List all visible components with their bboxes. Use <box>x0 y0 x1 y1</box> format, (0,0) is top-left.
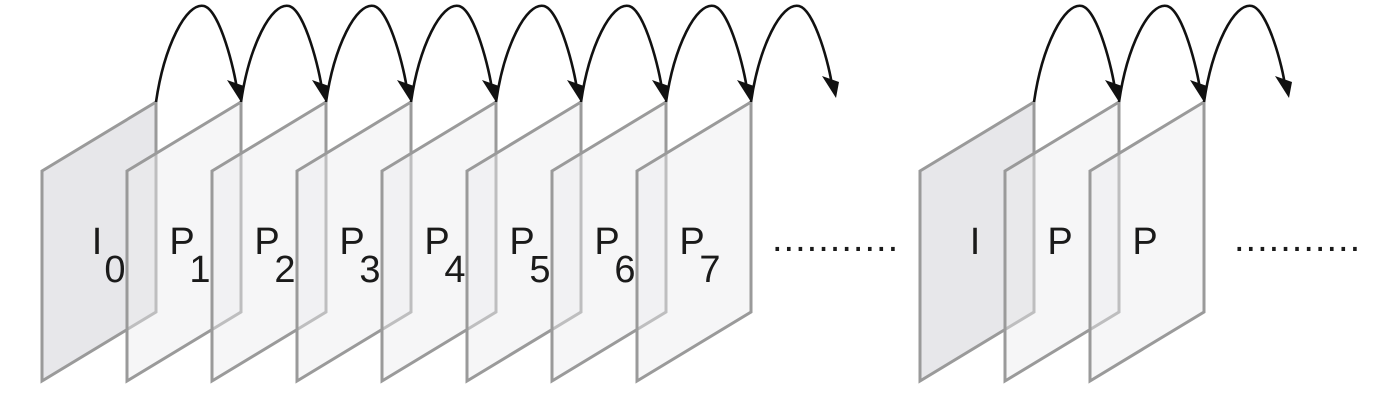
arrowhead <box>227 80 244 102</box>
ellipsis-second: ........... <box>1234 218 1361 260</box>
arrowhead <box>482 80 499 102</box>
frame-index-label: 3 <box>359 249 380 291</box>
frame-sequence_a-7: P7 <box>635 99 753 384</box>
frame-type-label: P <box>169 221 194 263</box>
frame-type-label: P <box>1132 221 1157 263</box>
dependency-arrow-sequence_a-6 <box>664 4 754 103</box>
arrow-group-first <box>154 4 839 103</box>
frame-index-label: 7 <box>699 249 720 291</box>
arrowhead <box>822 76 839 98</box>
dependency-arrow-sequence_a-1 <box>239 4 329 103</box>
arrow-group-second <box>1032 4 1292 103</box>
arrowhead <box>1190 80 1207 102</box>
frame-index-label: 6 <box>614 249 635 291</box>
frame-index-label: 0 <box>104 249 125 291</box>
frame-type-label: P <box>339 221 364 263</box>
frame-type-label: P <box>424 221 449 263</box>
frame-type-label: P <box>679 221 704 263</box>
frame-index-label: 2 <box>274 249 295 291</box>
dependency-arrow-sequence_a-3 <box>409 4 499 103</box>
dependency-arrow-sequence_a-2 <box>324 4 414 103</box>
arrowhead <box>312 80 329 102</box>
frame-type-label: P <box>1047 221 1072 263</box>
arrowhead <box>397 80 414 102</box>
arrowhead <box>567 80 584 102</box>
dependency-arrow-sequence_a-5 <box>579 4 669 103</box>
frame-type-label: P <box>594 221 619 263</box>
arrowhead <box>1275 76 1292 98</box>
frame-index-label: 5 <box>529 249 550 291</box>
frame-type-label: I <box>92 221 103 263</box>
frame-sequence_b-2: P <box>1088 99 1206 384</box>
ellipsis-first: ........... <box>772 218 899 260</box>
dependency-arrow-sequence_b-1 <box>1117 4 1207 103</box>
dependency-arrow-sequence_b-0 <box>1032 4 1122 103</box>
dependency-arrow-sequence_a-0 <box>154 4 244 103</box>
frame-index-label: 4 <box>444 249 465 291</box>
p-frame-panel <box>1088 99 1206 384</box>
dependency-arrow-sequence_b-2 <box>1202 4 1292 103</box>
frame-type-label: I <box>970 221 981 263</box>
arrowhead <box>737 80 754 102</box>
frame-type-label: P <box>509 221 534 263</box>
frame-index-label: 1 <box>189 249 210 291</box>
dependency-arrow-sequence_a-4 <box>494 4 584 103</box>
p-frame-panel <box>635 99 753 384</box>
dependency-arrow-sequence_a-7 <box>749 4 839 103</box>
arrowhead <box>652 80 669 102</box>
arrowhead <box>1105 80 1122 102</box>
frame-type-label: P <box>254 221 279 263</box>
